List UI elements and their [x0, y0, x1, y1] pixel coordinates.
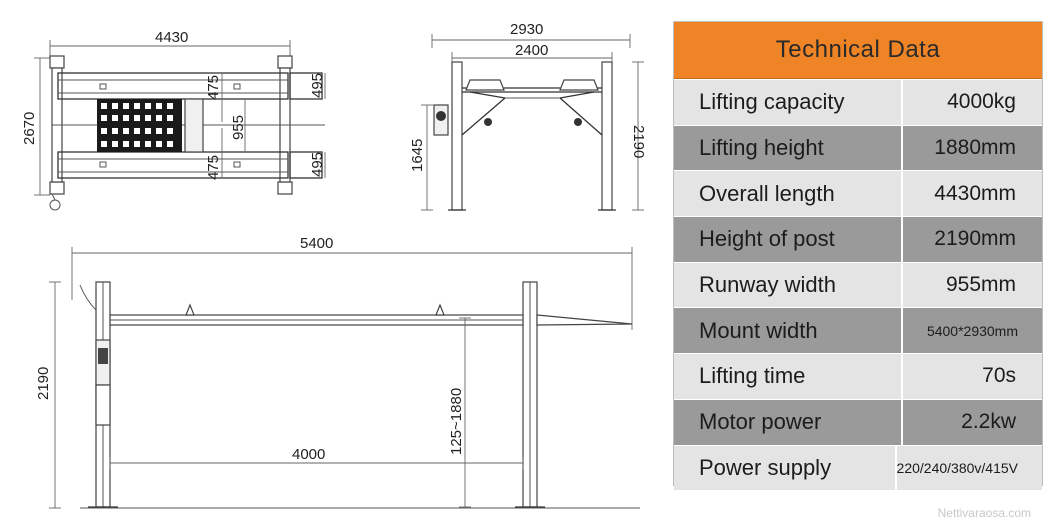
- table-row: Power supply 220/240/380v/415V: [674, 444, 1042, 491]
- table-row: Lifting capacity 4000kg: [674, 79, 1042, 125]
- row-value: 2.2kw: [903, 399, 1042, 445]
- row-value: 2190mm: [903, 217, 1042, 262]
- dim-front-inner: 2400: [515, 42, 548, 59]
- dim-top-ramp-a: 495: [309, 73, 326, 98]
- row-label: Runway width: [674, 262, 903, 308]
- dim-top-length: 4430: [155, 29, 188, 46]
- row-value: 5400*2930mm: [903, 308, 1042, 354]
- table-row: Lifting time 70s: [674, 353, 1042, 399]
- dim-side-lift-range: 125~1880: [448, 388, 465, 455]
- technical-data-table: Technical Data Lifting capacity 4000kg L…: [673, 21, 1043, 491]
- row-value: 220/240/380v/415V: [896, 445, 1042, 491]
- row-value: 4000kg: [903, 80, 1042, 125]
- dim-top-runway: 955: [230, 115, 247, 140]
- dim-front-height: 2190: [630, 125, 647, 158]
- top-view: 4430 2670: [21, 29, 326, 211]
- row-label: Lifting height: [674, 125, 903, 171]
- side-view: 5400 2190 125~1880: [35, 235, 640, 509]
- table-row: Height of post 2190mm: [674, 216, 1042, 262]
- row-value: 1880mm: [903, 125, 1042, 171]
- technical-drawing: 4430 2670: [21, 21, 647, 509]
- table-row: Lifting height 1880mm: [674, 124, 1042, 171]
- dim-front-outer: 2930: [510, 21, 543, 38]
- row-value: 4430mm: [903, 171, 1042, 217]
- table-row: Runway width 955mm: [674, 261, 1042, 308]
- row-label: Overall length: [674, 171, 903, 217]
- row-label: Lifting capacity: [674, 80, 903, 125]
- dim-top-ramp-b: 495: [309, 152, 326, 177]
- table-row: Mount width 5400*2930mm: [674, 307, 1042, 354]
- front-view: 2930 2400 2190: [409, 21, 647, 211]
- row-label: Mount width: [674, 308, 903, 354]
- watermark: Nettivaraosa.com: [937, 506, 1031, 520]
- table-title: Technical Data: [674, 22, 1042, 79]
- row-value: 70s: [903, 354, 1042, 399]
- dim-side-height: 2190: [35, 367, 52, 400]
- dim-top-width: 2670: [21, 112, 38, 145]
- dim-side-length: 5400: [300, 235, 333, 252]
- table-row: Motor power 2.2kw: [674, 398, 1042, 445]
- dim-front-unit-height: 1645: [409, 139, 426, 172]
- dim-side-runway-length: 4000: [292, 446, 325, 463]
- row-value: 955mm: [903, 262, 1042, 308]
- row-label: Power supply: [674, 445, 897, 491]
- dim-top-half-b: 475: [205, 155, 222, 180]
- dim-top-half-a: 475: [205, 75, 222, 100]
- row-label: Lifting time: [674, 354, 903, 399]
- table-row: Overall length 4430mm: [674, 170, 1042, 217]
- row-label: Height of post: [674, 217, 903, 262]
- row-label: Motor power: [674, 399, 903, 445]
